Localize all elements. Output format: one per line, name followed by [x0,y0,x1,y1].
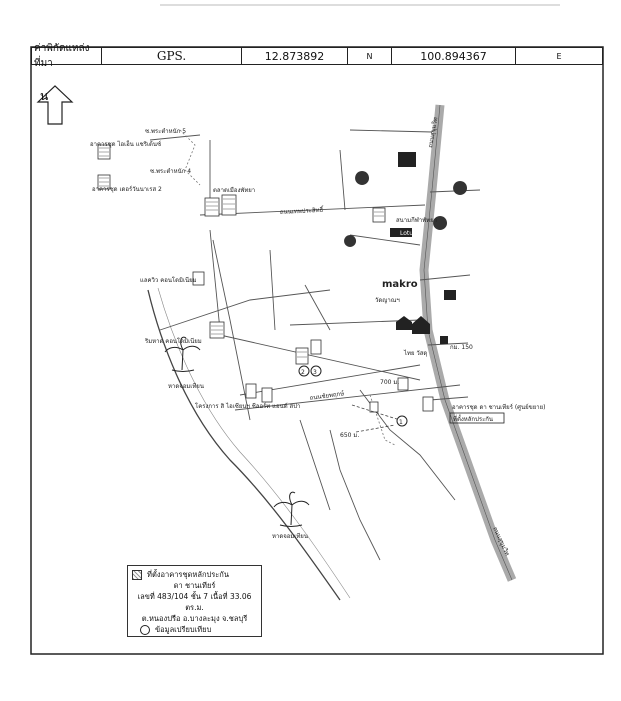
lotus-label: Lotus [400,230,416,237]
soi-label-2: ซ.พระตำหนัก 4 [150,168,191,175]
gps-header: ค่าพิกัดแหล่งที่มา GPS. 12.873892 N 100.… [31,43,603,69]
dept-label: ไทย วัสดุ [403,349,427,357]
circle-icon [140,624,150,635]
legend-row-subject: ที่ตั้งอาคารชุดหลักประกัน [132,569,257,580]
temple-label: วัดญาณฯ [375,297,400,304]
north-arrow-icon [36,85,74,125]
condo-label-1: อาคารชุด ไอเฮ็น แชริเด้นซ์ [90,139,161,148]
km-label: กม. 150 [450,344,473,351]
makro-label: makro [382,279,418,290]
condo-left-label-1: แลควิว คอนโดมิเนียม [140,276,197,284]
map-legend: ที่ตั้งอาคารชุดหลักประกัน ดา ชานเทียร์ เ… [127,565,262,637]
legend-name: ดา ชานเทียร์ [173,581,216,590]
dist-650-label: 650 ม. [340,432,359,439]
legend-district: ต.หนองปรือ อ.บางละมุง จ.ชลบุรี [141,614,248,623]
latitude-value: 12.873892 [242,48,348,64]
svg-text:3: 3 [313,369,317,376]
hatched-square-icon [132,569,142,580]
longitude-value: 100.894367 [392,48,516,64]
legend-address: เลขที่ 483/104 ชั้น 7 เนื้อที่ 33.06 ตร.… [137,592,252,612]
beach-label-1: หาดจอมเทียน [168,382,204,390]
thepprasit-label: ถนนเทพประสิทธิ์ [280,205,325,216]
north-label: น [40,89,48,103]
gps-label: GPS. [102,48,242,64]
subject-label: อาคารชุด ดา ชานเทียร์ (ศูนย์ขยาย) [452,403,545,411]
soi-label-1: ซ.พระตำหนัก 5 [145,128,186,135]
gps-source-label: ค่าพิกัดแหล่งที่มา [32,43,102,69]
svg-text:1: 1 [399,419,403,426]
project-label: โครงการ สิ ไอเซียนฯ ชีลอร์ท แอนด์ สปา [195,402,300,410]
market-label: ตลาดเมืองพัทยา [213,186,255,194]
legend-row-compare: ข้อมูลเปรียบเทียบ [132,624,257,635]
condo-label-2: อาคารชุด เดอร์วันนาเรส 2 [92,185,162,193]
condo-left-label-2: ริมหาด คอนโดมิเนียม [144,337,202,345]
dist-700-label: 700 ม. [380,379,399,386]
beach-label-2: หาดจอมเทียน [272,532,308,540]
stadium-label: สนามกีฬาพัทยา [396,216,437,224]
longitude-dir: E [556,51,562,61]
svg-text:2: 2 [301,369,305,376]
latitude-dir: N [348,48,392,64]
landmark-box-label: ที่ตั้งหลักประกัน [453,413,493,423]
sukhumvit-road [419,104,517,582]
